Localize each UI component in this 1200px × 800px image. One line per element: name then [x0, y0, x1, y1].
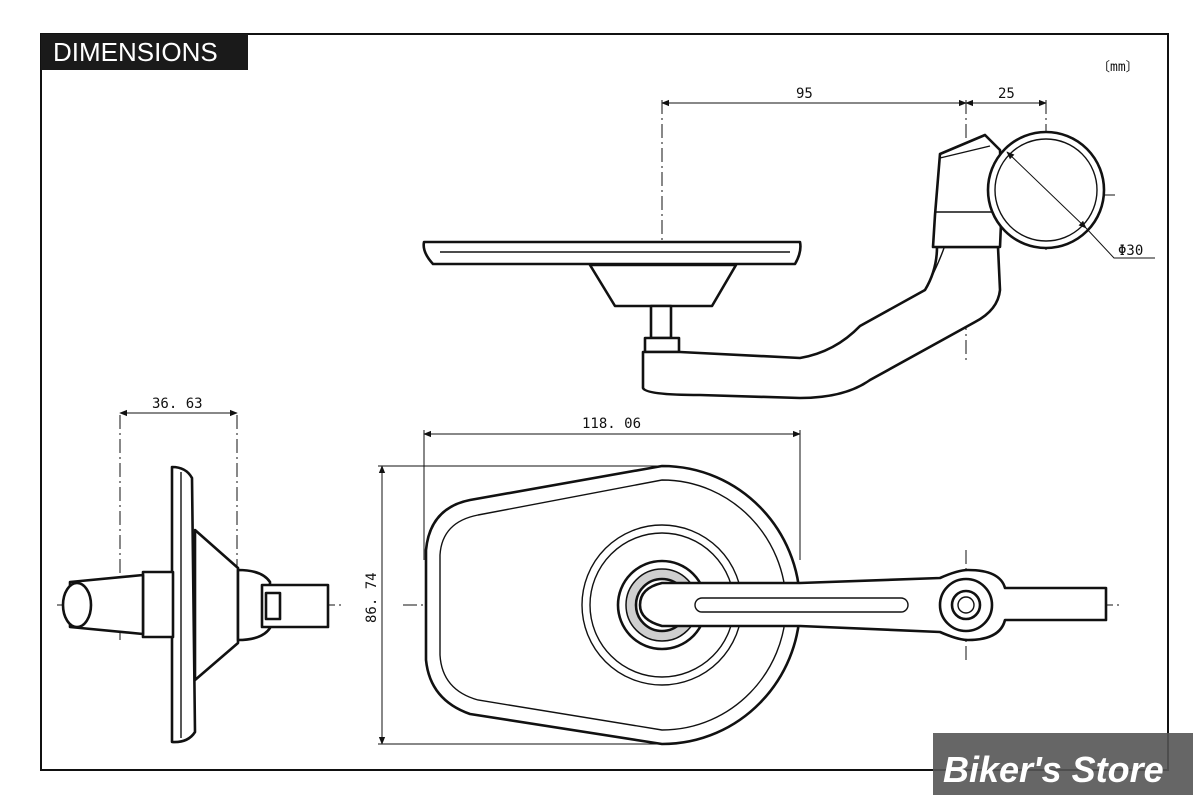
front-view: 118. 06 86. 74: [364, 416, 1120, 746]
mirror-disc-top: [422, 240, 802, 266]
units-label: 〔mm〕: [1097, 60, 1139, 75]
mirror-plate-side: [170, 465, 197, 744]
drawing-frame: [40, 33, 1169, 771]
mirror-arm-front: [638, 568, 1108, 642]
dim-mirror-width-label: 118. 06: [582, 416, 641, 432]
mirror-cone-side: [193, 528, 240, 682]
mirror-stem-top: [649, 304, 673, 340]
stem-side: [141, 570, 175, 639]
page-title: DIMENSIONS: [53, 37, 218, 67]
mirror-cone-top: [588, 263, 738, 308]
title-background: [41, 34, 248, 70]
mirror-outline-front: [424, 464, 802, 746]
dim-mirror-height-label: 86. 74: [364, 572, 380, 623]
mirror-arm-top: [641, 245, 1002, 400]
side-view: 36. 63: [57, 396, 345, 744]
dim-arm-offset-label: 95: [796, 86, 813, 102]
top-view: 95 25 Φ30: [422, 86, 1155, 400]
arm-slot-front: [694, 597, 909, 613]
dim-side-depth-label: 36. 63: [152, 396, 203, 412]
dim-clamp-diameter-label: Φ30: [1118, 243, 1143, 259]
watermark: Biker's Store: [933, 733, 1193, 795]
watermark-text: Biker's Store: [943, 749, 1164, 790]
dim-clamp-offset-label: 25: [998, 86, 1015, 102]
